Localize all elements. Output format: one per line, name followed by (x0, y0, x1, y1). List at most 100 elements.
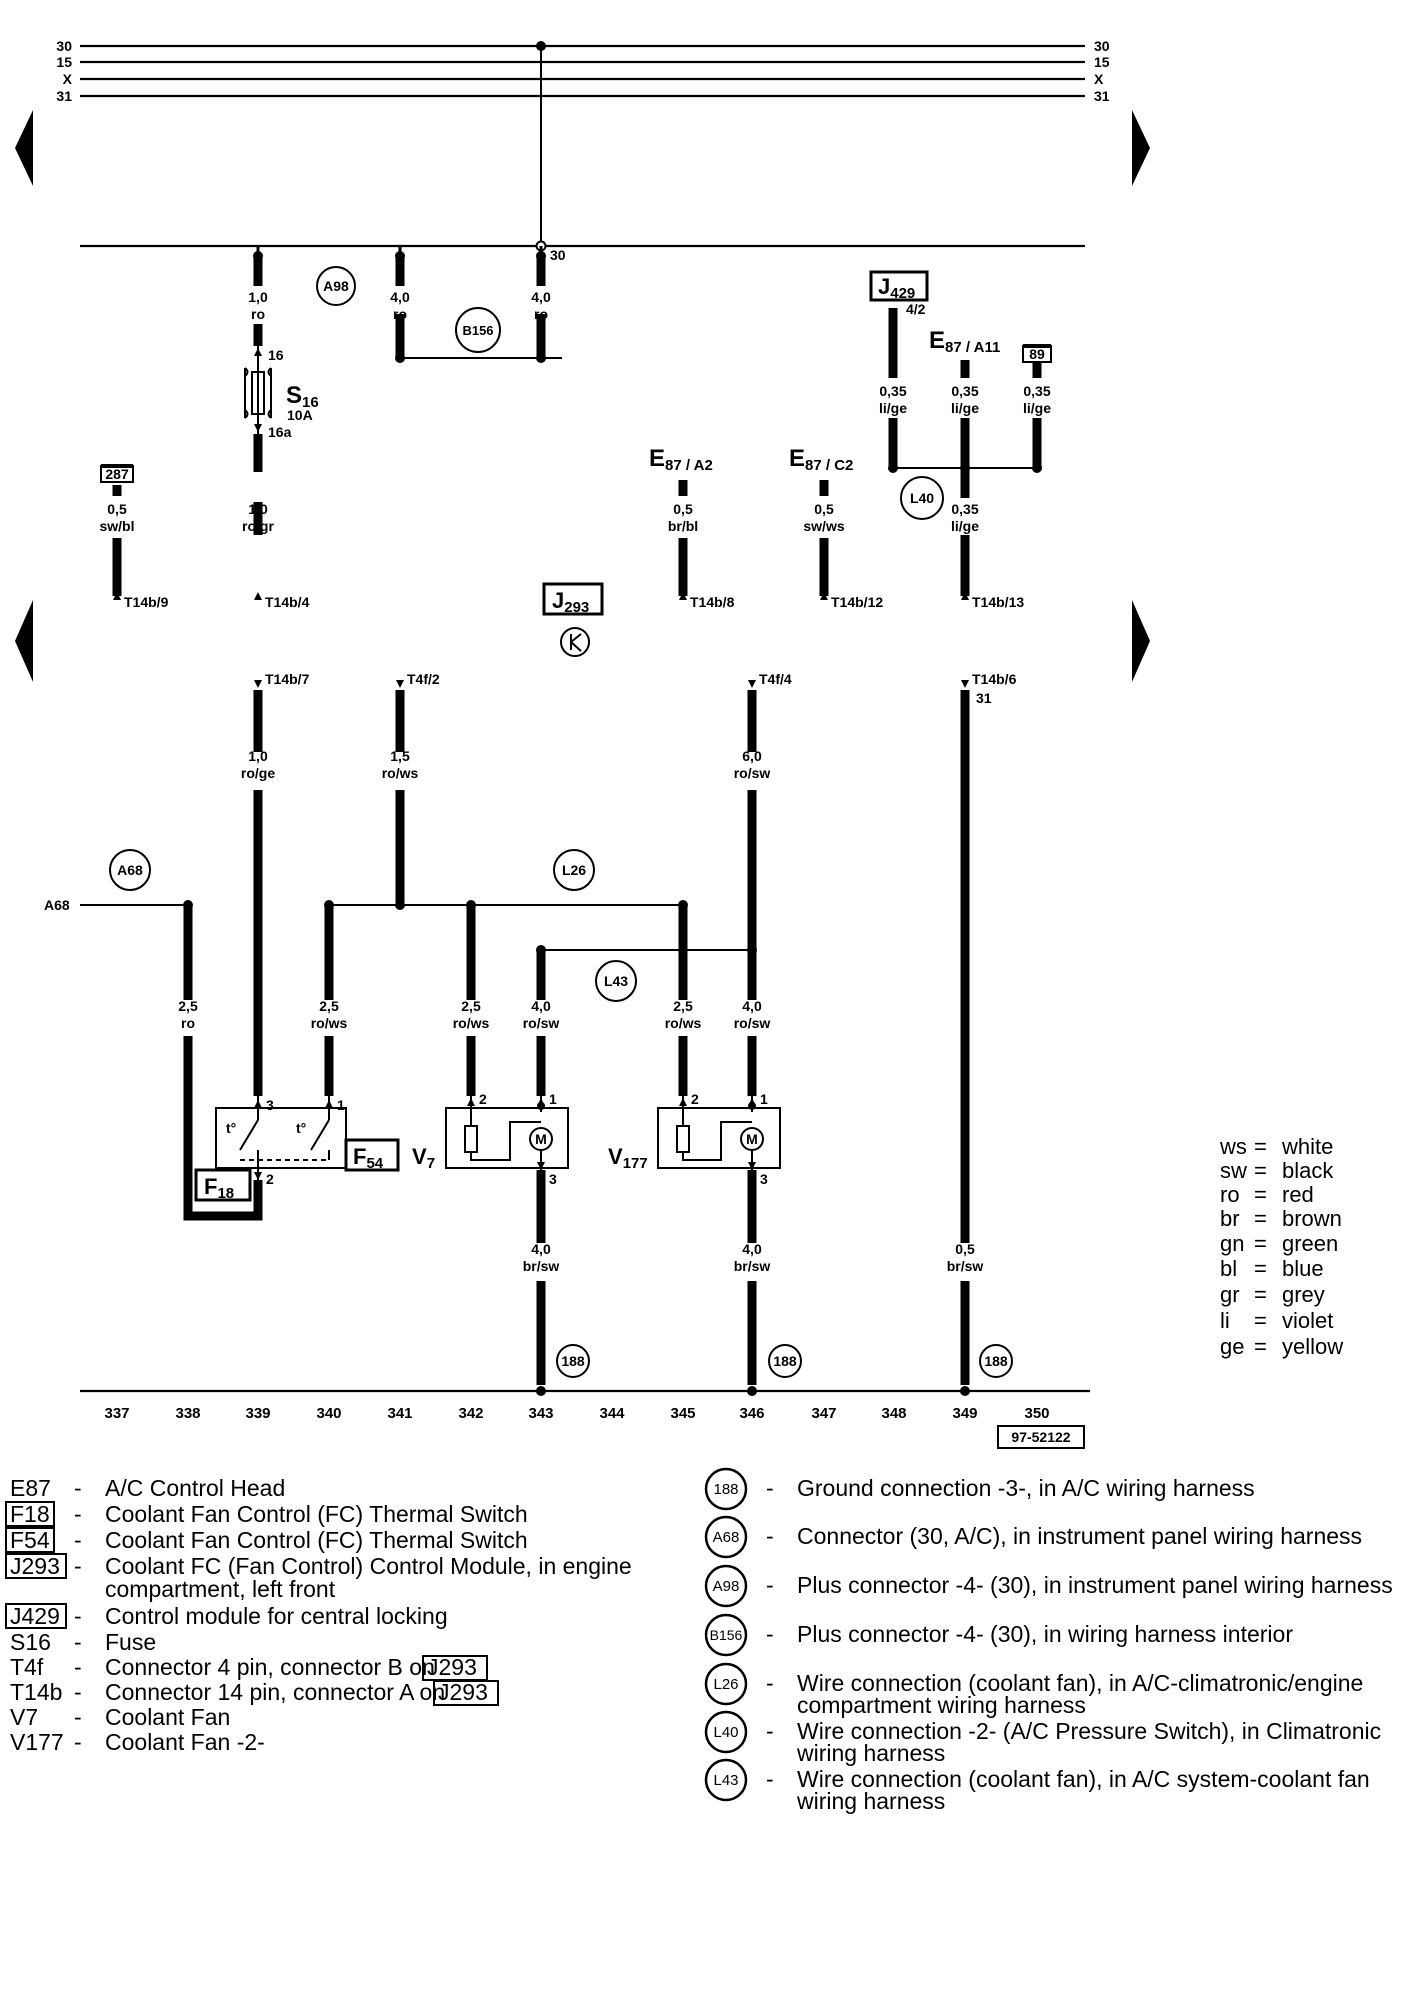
svg-text:-: - (766, 1523, 774, 1549)
svg-text:=: = (1254, 1256, 1267, 1281)
fuse-s16 (244, 367, 272, 419)
svg-text:4,0: 4,0 (531, 998, 551, 1014)
svg-text:=: = (1254, 1182, 1267, 1207)
svg-text:li/ge: li/ge (951, 400, 979, 416)
svg-text:-: - (74, 1679, 82, 1705)
section-next-arrow-icon[interactable] (1132, 600, 1150, 682)
svg-text:V7: V7 (10, 1704, 38, 1730)
svg-text:-: - (766, 1621, 774, 1647)
svg-text:188: 188 (773, 1353, 797, 1369)
svg-text:89: 89 (1029, 346, 1045, 362)
rail-label-x-left: X (63, 71, 73, 87)
svg-text:T14b/6: T14b/6 (972, 671, 1017, 687)
svg-text:ro/sw: ro/sw (734, 1015, 771, 1031)
svg-text:ro/ws: ro/ws (665, 1015, 702, 1031)
svg-text:Wire connection (coolant fan),: Wire connection (coolant fan), in A/C sy… (797, 1766, 1370, 1792)
svg-text:J293: J293 (438, 1679, 488, 1705)
svg-text:-: - (766, 1475, 774, 1501)
svg-text:2,5: 2,5 (673, 998, 693, 1014)
svg-text:-: - (74, 1629, 82, 1655)
svg-text:wiring harness: wiring harness (796, 1788, 945, 1814)
svg-text:compartment wiring harness: compartment wiring harness (797, 1692, 1086, 1718)
page-next-arrow-icon[interactable] (1132, 110, 1150, 186)
svg-text:ro: ro (393, 306, 407, 322)
section-prev-arrow-icon[interactable] (15, 600, 33, 682)
ground-188-c: 188 (979, 1344, 1013, 1378)
svg-text:T14b/7: T14b/7 (265, 671, 310, 687)
svg-text:li/ge: li/ge (879, 400, 907, 416)
ground-188-b: 188 (768, 1344, 802, 1378)
svg-text:J293: J293 (10, 1553, 60, 1579)
svg-text:0,35: 0,35 (879, 383, 906, 399)
svg-text:T14b: T14b (10, 1679, 62, 1705)
doc-number-box: 97-52122 (997, 1425, 1085, 1449)
svg-text:L43: L43 (713, 1772, 738, 1789)
f18-label-box: F18 (194, 1168, 252, 1202)
power-rails (80, 44, 1085, 98)
fan-v177: 2 1 M 3 (657, 1091, 781, 1187)
svg-text:Plus connector -4- (30), in in: Plus connector -4- (30), in instrument p… (797, 1572, 1393, 1598)
svg-text:M: M (535, 1131, 547, 1147)
svg-text:Connector 4 pin, connector B o: Connector 4 pin, connector B on (105, 1654, 435, 1680)
svg-text:S16: S16 (10, 1629, 51, 1655)
svg-text:violet: violet (1282, 1308, 1333, 1333)
fuse-pin-in: 16 (268, 347, 284, 363)
svg-text:4,0: 4,0 (531, 1241, 551, 1257)
svg-text:Plus connector -4- (30), in wi: Plus connector -4- (30), in wiring harne… (797, 1621, 1293, 1647)
svg-text:340: 340 (316, 1405, 341, 1422)
svg-text:J429: J429 (10, 1603, 60, 1629)
svg-text:ro/ws: ro/ws (453, 1015, 490, 1031)
svg-text:1: 1 (337, 1097, 345, 1113)
svg-text:t°: t° (296, 1120, 306, 1136)
svg-text:350: 350 (1024, 1405, 1049, 1422)
svg-text:1: 1 (549, 1091, 557, 1107)
b156-connector: B156 (455, 307, 501, 353)
upper-wire-labels: 1,0 ro 4,0 ro 4,0 ro 0,35 li/ge 0,35 li/… (99, 289, 1051, 534)
svg-text:J293: J293 (552, 588, 589, 616)
svg-text:-: - (766, 1572, 774, 1598)
svg-text:1,0: 1,0 (248, 289, 268, 305)
svg-text:=: = (1254, 1206, 1267, 1231)
svg-text:L40: L40 (713, 1724, 738, 1741)
svg-text:black: black (1282, 1158, 1334, 1183)
svg-text:1,0: 1,0 (248, 501, 268, 517)
j293-module: J293 (542, 582, 604, 657)
svg-text:L43: L43 (604, 973, 628, 989)
rail-label-30-right: 30 (1094, 38, 1110, 54)
svg-text:sw: sw (1220, 1158, 1247, 1183)
svg-text:4,0: 4,0 (742, 1241, 762, 1257)
svg-text:=: = (1254, 1334, 1267, 1359)
page-prev-arrow-icon[interactable] (15, 110, 33, 186)
svg-text:ws: ws (1219, 1134, 1247, 1159)
svg-text:T4f/4: T4f/4 (759, 671, 792, 687)
svg-text:4,0: 4,0 (390, 289, 410, 305)
svg-text:188: 188 (561, 1353, 585, 1369)
v177-label: V177 (608, 1144, 648, 1172)
upper-connector-pins: T14b/9 T14b/4 T14b/8 T14b/12 T14b/13 (113, 592, 1024, 610)
svg-text:grey: grey (1282, 1282, 1325, 1307)
svg-text:4,0: 4,0 (742, 998, 762, 1014)
svg-text:F18: F18 (10, 1501, 50, 1527)
svg-text:L40: L40 (910, 490, 934, 506)
fuse-pin-out: 16a (268, 424, 292, 440)
a68-connector: A68 (109, 849, 151, 891)
svg-text:0,5: 0,5 (955, 1241, 975, 1257)
svg-text:Coolant Fan: Coolant Fan (105, 1704, 230, 1730)
svg-text:T4f/2: T4f/2 (407, 671, 440, 687)
svg-text:wiring harness: wiring harness (796, 1740, 945, 1766)
svg-text:ro/ge: ro/ge (241, 765, 275, 781)
svg-text:ro: ro (534, 306, 548, 322)
fuse-name: S16 (286, 382, 319, 411)
svg-text:Ground connection -3-, in A/C: Ground connection -3-, in A/C wiring har… (797, 1475, 1255, 1501)
svg-text:blue: blue (1282, 1256, 1324, 1281)
svg-text:M: M (746, 1131, 758, 1147)
svg-text:L26: L26 (562, 862, 586, 878)
e87-c2-label: E87 / C2 (789, 445, 853, 474)
svg-text:A/C Control Head: A/C Control Head (105, 1475, 285, 1501)
svg-text:287: 287 (105, 466, 129, 482)
svg-text:B156: B156 (462, 323, 493, 338)
svg-text:T14b/13: T14b/13 (972, 594, 1024, 610)
svg-text:-: - (74, 1501, 82, 1527)
svg-text:337: 337 (104, 1405, 129, 1422)
